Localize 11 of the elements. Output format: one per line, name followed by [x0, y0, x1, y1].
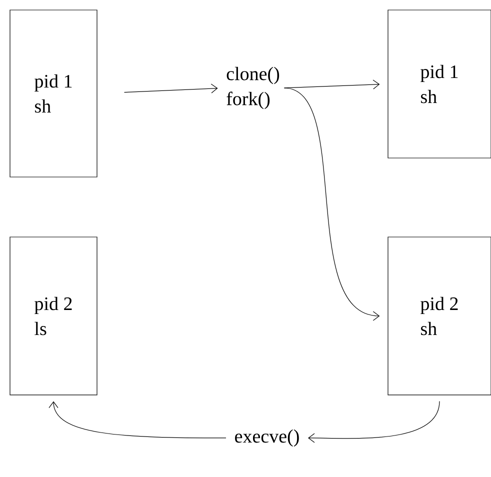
process-box: pid 2 ls [10, 236, 98, 396]
process-box: pid 1 sh [388, 10, 491, 158]
arrow [48, 401, 226, 438]
call-label: execve() [235, 429, 299, 447]
arrow [284, 88, 380, 321]
arrow [124, 84, 218, 94]
call-label: clone() fork() [226, 66, 280, 110]
arrow [308, 400, 440, 443]
arrow [284, 80, 380, 90]
process-box: pid 1 sh [10, 10, 98, 178]
process-box: pid 2 sh [388, 236, 491, 396]
